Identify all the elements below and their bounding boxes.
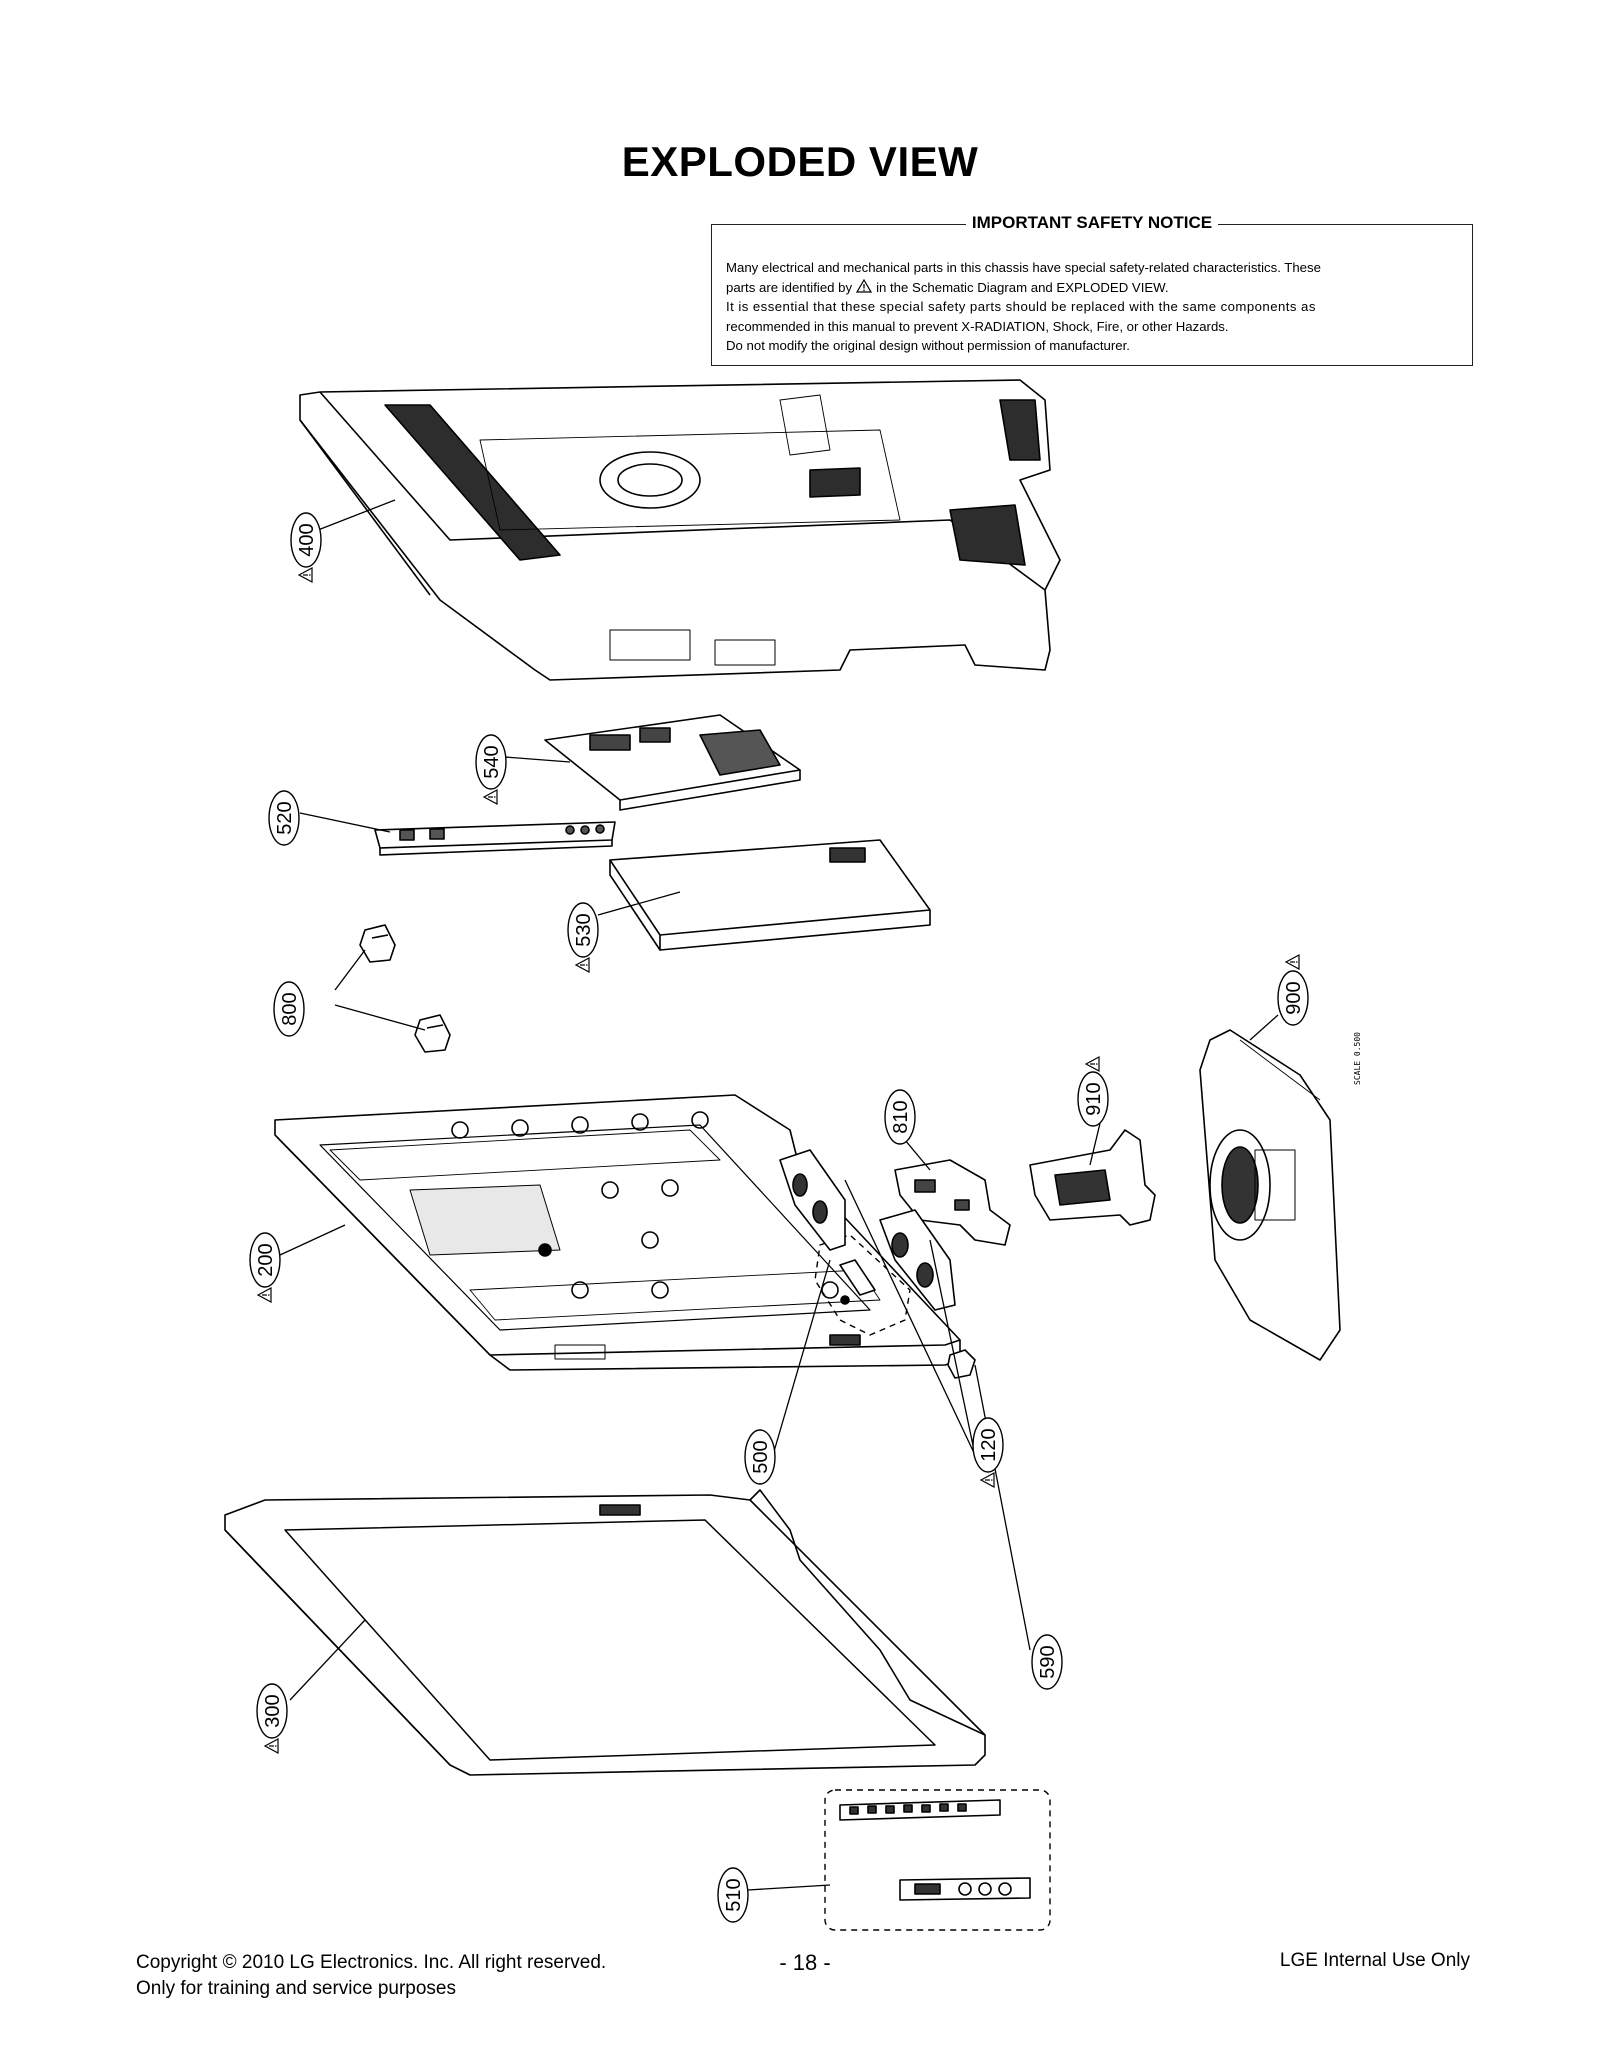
label-510: 510 [723,1878,745,1911]
internal-use-note: LGE Internal Use Only [1279,1950,1470,1971]
part-540-main-board [544,714,801,811]
part-200-module-frame [274,1094,961,1371]
label-900: 900 [1283,981,1305,1014]
warning-triangle-icon [856,278,873,293]
part-900-stand [1199,1029,1341,1361]
warning-icon-540 [483,789,498,805]
part-800-clips [359,924,451,1053]
part-400-back-cover [299,379,1061,681]
notice-line-5: Do not modify the original design withou… [726,338,1130,354]
part-500-ir-assembly [814,1234,911,1336]
label-910: 910 [1083,1082,1105,1115]
label-590: 590 [1037,1645,1059,1678]
warning-icon-200 [257,1287,272,1303]
part-590-small-part [947,1349,976,1379]
label-530: 530 [573,913,595,946]
warning-icon-120 [980,1472,995,1488]
page-number: - 18 - [779,1950,831,1975]
part-510-control-board [824,1789,1051,1931]
label-540: 540 [481,745,503,778]
notice-line-1: Many electrical and mechanical parts in … [726,260,1321,275]
copyright-line-2: Only for training and service purposes [136,1978,456,1999]
copyright-line-1: Copyright © 2010 LG Electronics. Inc. Al… [136,1952,607,1973]
part-520-bracket [374,821,616,856]
safety-notice-box: IMPORTANT SAFETY NOTICE Many electrical … [711,213,1473,366]
part-530-power-board [609,839,931,951]
label-800: 800 [279,992,301,1025]
safety-notice-body: Many electrical and mechanical parts in … [726,258,1456,356]
part-910-stand-bracket [1029,1129,1156,1226]
notice-line-4: recommended in this manual to prevent X-… [726,318,1229,334]
notice-line-3: It is essential that these special safet… [726,299,1316,315]
warning-icon-910 [1085,1056,1100,1072]
label-810: 810 [890,1100,912,1133]
label-500: 500 [750,1440,772,1473]
scale-note: SCALE 0.500 [1353,1032,1362,1085]
part-300-front-cabinet [224,1489,986,1776]
warning-icon-900 [1285,954,1300,970]
page-title: EXPLODED VIEW [621,138,979,185]
label-300: 300 [262,1694,284,1727]
warning-icon-530 [575,957,590,973]
safety-notice-heading: IMPORTANT SAFETY NOTICE [712,213,1472,233]
warning-icon-400 [298,567,313,583]
part-120-speakers [779,1149,956,1311]
label-400: 400 [296,523,318,556]
label-520: 520 [274,801,296,834]
label-120: 120 [978,1428,1000,1461]
warning-icon-300 [264,1738,279,1754]
label-200: 200 [255,1243,277,1276]
footer-copyright: Copyright © 2010 LG Electronics. Inc. Al… [136,1950,606,2002]
